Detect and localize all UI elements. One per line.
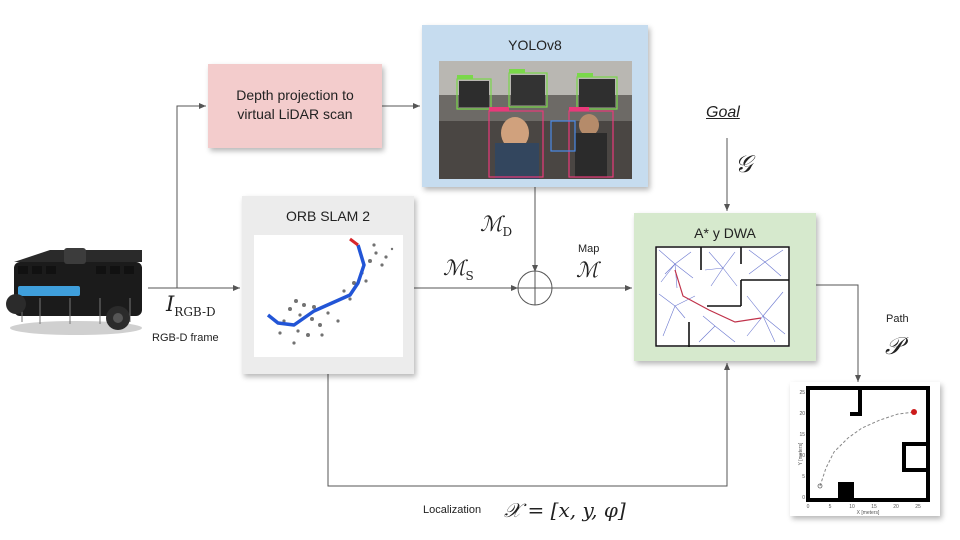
path-label: Path <box>886 313 909 325</box>
localization-label: Localization <box>423 504 482 516</box>
ms-symbol: ℳS <box>443 256 474 284</box>
sum-junction <box>517 270 553 306</box>
path-map-xtick: 20 <box>893 504 899 510</box>
rgbd-frame-label: RGB-D frame <box>152 332 219 344</box>
path-map-ytick: 10 <box>799 453 805 459</box>
turtlebot-robot-image <box>0 242 152 338</box>
astar-planner-image <box>655 246 790 347</box>
orb-slam-title: ORB SLAM 2 <box>285 208 371 224</box>
path-map-xtick: 0 <box>807 504 810 510</box>
path-map-ytick: 20 <box>799 411 805 417</box>
astar-dwa-block: A* y DWA <box>634 213 816 361</box>
map-label: Map <box>578 243 600 255</box>
md-symbol: ℳD <box>480 212 513 240</box>
path-map-xtick: 10 <box>849 504 855 510</box>
map-symbol: ℳ <box>576 258 599 282</box>
arrow-astar-to-path <box>816 284 861 382</box>
path-map-ytick: 15 <box>799 432 805 438</box>
yolo-title: YOLOv8 <box>508 37 562 53</box>
goal-symbol: 𝒢 <box>735 150 753 178</box>
path-map-xtick: 5 <box>829 504 832 510</box>
arrow-robot-to-depth <box>176 103 206 288</box>
path-map-figure: Y [meters] 25 20 15 10 5 0 0 5 10 15 20 … <box>790 382 940 516</box>
yolo-detection-image <box>439 61 632 179</box>
astar-dwa-title: A* y DWA <box>694 225 756 241</box>
path-symbol: 𝒫 <box>885 332 903 360</box>
path-map-yticks: 25 20 15 10 5 0 <box>799 390 805 501</box>
localization-equation: 𝒳 = [x, y, φ] <box>504 498 626 522</box>
goal-label: Goal <box>706 104 740 121</box>
orb-slam-map-image <box>254 235 403 357</box>
path-map-ytick: 25 <box>799 390 805 396</box>
arrow-localization-feedback <box>327 363 730 487</box>
path-map-ytick: 5 <box>802 474 805 480</box>
path-map-ytick: 0 <box>802 495 805 501</box>
path-map-xtick: 25 <box>915 504 921 510</box>
orb-slam-block: ORB SLAM 2 <box>242 196 414 374</box>
path-map-xticks: 0 5 10 15 20 25 <box>807 504 921 510</box>
yolo-block: YOLOv8 <box>422 25 648 187</box>
path-map-xlabel: X [meters] <box>857 510 880 516</box>
rgbd-input-symbol: IRGB-D <box>166 292 216 320</box>
path-map-ylabel: Y [meters] <box>798 442 804 465</box>
path-map-xtick: 15 <box>871 504 877 510</box>
